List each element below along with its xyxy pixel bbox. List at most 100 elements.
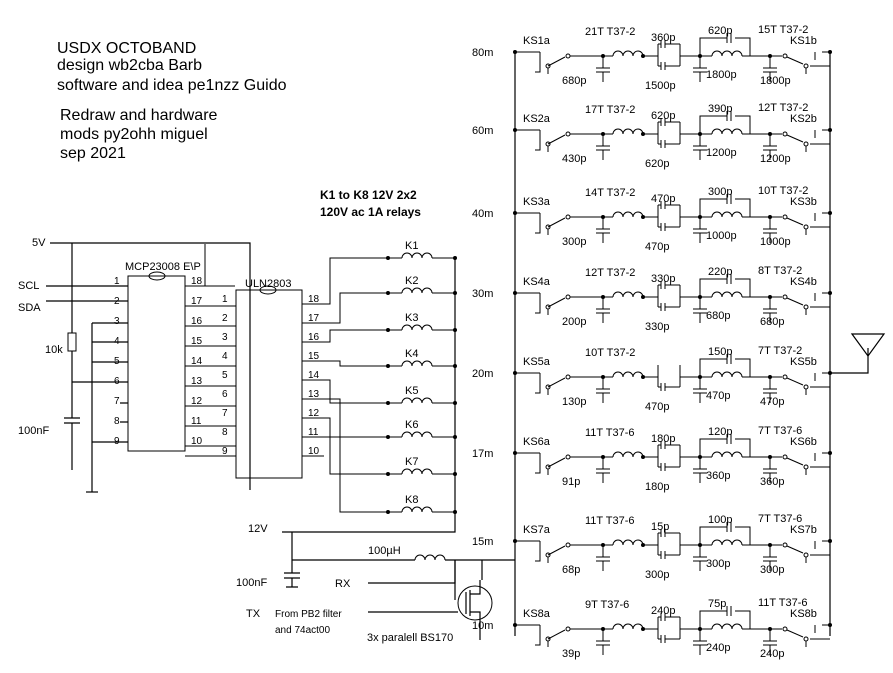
relay-coil-k8 xyxy=(401,506,433,513)
band-10m-c2 xyxy=(693,629,707,655)
band-20m-cp-val: 150p xyxy=(708,346,732,358)
title-block: USDX OCTOBAND design wb2cba Barb softwar… xyxy=(57,40,287,162)
band-40m-cp-val: 300p xyxy=(708,186,732,198)
relay-coil-k4 xyxy=(401,360,433,367)
relay-coil-k1 xyxy=(401,252,433,259)
band-15m-l1-val: 11T T37-6 xyxy=(585,515,635,527)
ic1-pin-8: 8 xyxy=(114,416,120,427)
label-12v: 12V xyxy=(248,523,268,535)
band-40m-c1 xyxy=(596,217,610,243)
ic2-pin-9: 9 xyxy=(222,446,228,457)
band-10m-cs-bot xyxy=(658,635,680,643)
mosfet-bs170 xyxy=(457,585,493,621)
ic2-pin-16: 16 xyxy=(308,332,320,343)
band-10m-l1 xyxy=(612,623,644,630)
band-60m-cs-top-val: 620p xyxy=(651,110,675,122)
band-30m-cs-top xyxy=(658,281,680,289)
band-30m-cs-bot-val: 330p xyxy=(645,321,669,333)
band-10m-ksb: KS8b xyxy=(790,608,817,620)
band-30m-cp-val: 220p xyxy=(708,266,732,278)
inductor-100uh xyxy=(414,554,446,561)
ic2-pin-4: 4 xyxy=(222,351,228,362)
band-15m-c1-val: 68p xyxy=(562,564,580,576)
label-100nf-2: 100nF xyxy=(236,577,267,589)
label-10k: 10k xyxy=(45,344,63,356)
title-line-3: software and idea pe1nzz Guido xyxy=(57,77,287,94)
band-80m-cs-bot-val: 1500p xyxy=(645,80,676,92)
ic1-pin-16: 16 xyxy=(191,316,203,327)
band-17m-l2-val: 7T T37-6 xyxy=(758,425,802,437)
band-40m-label: 40m xyxy=(472,208,493,220)
band-80m-l2-val: 15T T37-2 xyxy=(758,24,808,36)
ic2-pin-10: 10 xyxy=(308,446,320,457)
band-80m-l1 xyxy=(612,50,644,57)
band-17m-c1 xyxy=(596,457,610,483)
band-60m-l2-val: 12T T37-2 xyxy=(758,102,808,114)
band-80m-label: 80m xyxy=(472,47,493,59)
band-40m-cs-top-val: 470p xyxy=(651,193,675,205)
relay-label-k1: K1 xyxy=(405,240,418,252)
band-10m-cs-top-val: 240p xyxy=(651,605,675,617)
band-40m-cs-bot-val: 470p xyxy=(645,241,669,253)
band-20m-cs-bot xyxy=(658,383,680,391)
band-10m-ksa: KS8a xyxy=(523,608,551,620)
band-30m-c1-val: 200p xyxy=(562,316,586,328)
label-scl: SCL xyxy=(18,280,39,292)
band-80m-c2-val: 1800p xyxy=(706,69,737,81)
band-80m-c2 xyxy=(693,56,707,82)
band-15m-cs-top-val: 15p xyxy=(651,521,669,533)
ic2-name: ULN2803 xyxy=(245,278,291,290)
ic2-pin-7: 7 xyxy=(222,408,228,419)
band-40m-l1 xyxy=(612,211,644,218)
band-15m-cs-top xyxy=(658,529,680,537)
ic1-name: MCP23008 E\P xyxy=(125,261,201,273)
band-17m-cs-top-val: 180p xyxy=(651,433,675,445)
title-line-2: design wb2cba Barb xyxy=(57,57,202,74)
band-20m-c2 xyxy=(693,377,707,403)
band-20m-ksb: KS5b xyxy=(790,356,817,368)
band-15m-l2-val: 7T T37-6 xyxy=(758,513,802,525)
band-60m-c1-val: 430p xyxy=(562,153,586,165)
band-17m-ksa: KS6a xyxy=(523,436,551,448)
band-30m-cp xyxy=(699,274,751,297)
band-10m-l2-val: 11T T37-6 xyxy=(758,597,808,609)
label-100uh: 100µH xyxy=(368,545,401,557)
band-60m-c2-val: 1200p xyxy=(706,147,737,159)
band-80m-cp xyxy=(699,33,751,56)
band-17m-l1 xyxy=(612,451,644,458)
band-10m-l1-val: 9T T37-6 xyxy=(585,599,629,611)
relay-label-k7: K7 xyxy=(405,456,418,468)
band-60m-ksa: KS2a xyxy=(523,113,551,125)
title-line-4: Redraw and hardware xyxy=(60,107,218,124)
band-17m-cs-top xyxy=(658,441,680,449)
band-80m-ksa: KS1a xyxy=(523,35,551,47)
band-60m-c2 xyxy=(693,134,707,160)
band-60m-l2 xyxy=(711,128,743,135)
band-60m-label: 60m xyxy=(472,125,493,137)
band-80m-l1-val: 21T T37-2 xyxy=(585,26,635,38)
band-80m-c1 xyxy=(596,56,610,82)
band-60m-cp xyxy=(699,111,751,134)
band-17m-cp xyxy=(699,434,751,457)
band-17m-cp-val: 120p xyxy=(708,426,732,438)
band-15m-c2 xyxy=(693,545,707,571)
ic2-pin-13: 13 xyxy=(308,389,320,400)
ic1-pin-4: 4 xyxy=(114,336,120,347)
ic2-pin-5: 5 xyxy=(222,370,228,381)
relay-note-1: K1 to K8 12V 2x2 xyxy=(320,188,417,202)
relay-coil-k6 xyxy=(401,431,433,438)
ic1-pin-3: 3 xyxy=(114,316,120,327)
ic1-pin-12: 12 xyxy=(191,396,203,407)
band-60m-l1 xyxy=(612,128,644,135)
ic1-pin-6: 6 xyxy=(114,376,120,387)
band-60m-ksb: KS2b xyxy=(790,113,817,125)
band-40m-cs-top xyxy=(658,201,680,209)
ic1-pin-2: 2 xyxy=(114,296,120,307)
ic2-pin-17: 17 xyxy=(308,313,320,324)
relay-label-k8: K8 xyxy=(405,494,418,506)
band-17m-c3-val: 360p xyxy=(760,476,784,488)
band-10m-c2-val: 240p xyxy=(706,642,730,654)
band-60m-c1 xyxy=(596,134,610,160)
label-5v: 5V xyxy=(32,237,46,249)
ic2-pin-12: 12 xyxy=(308,408,320,419)
